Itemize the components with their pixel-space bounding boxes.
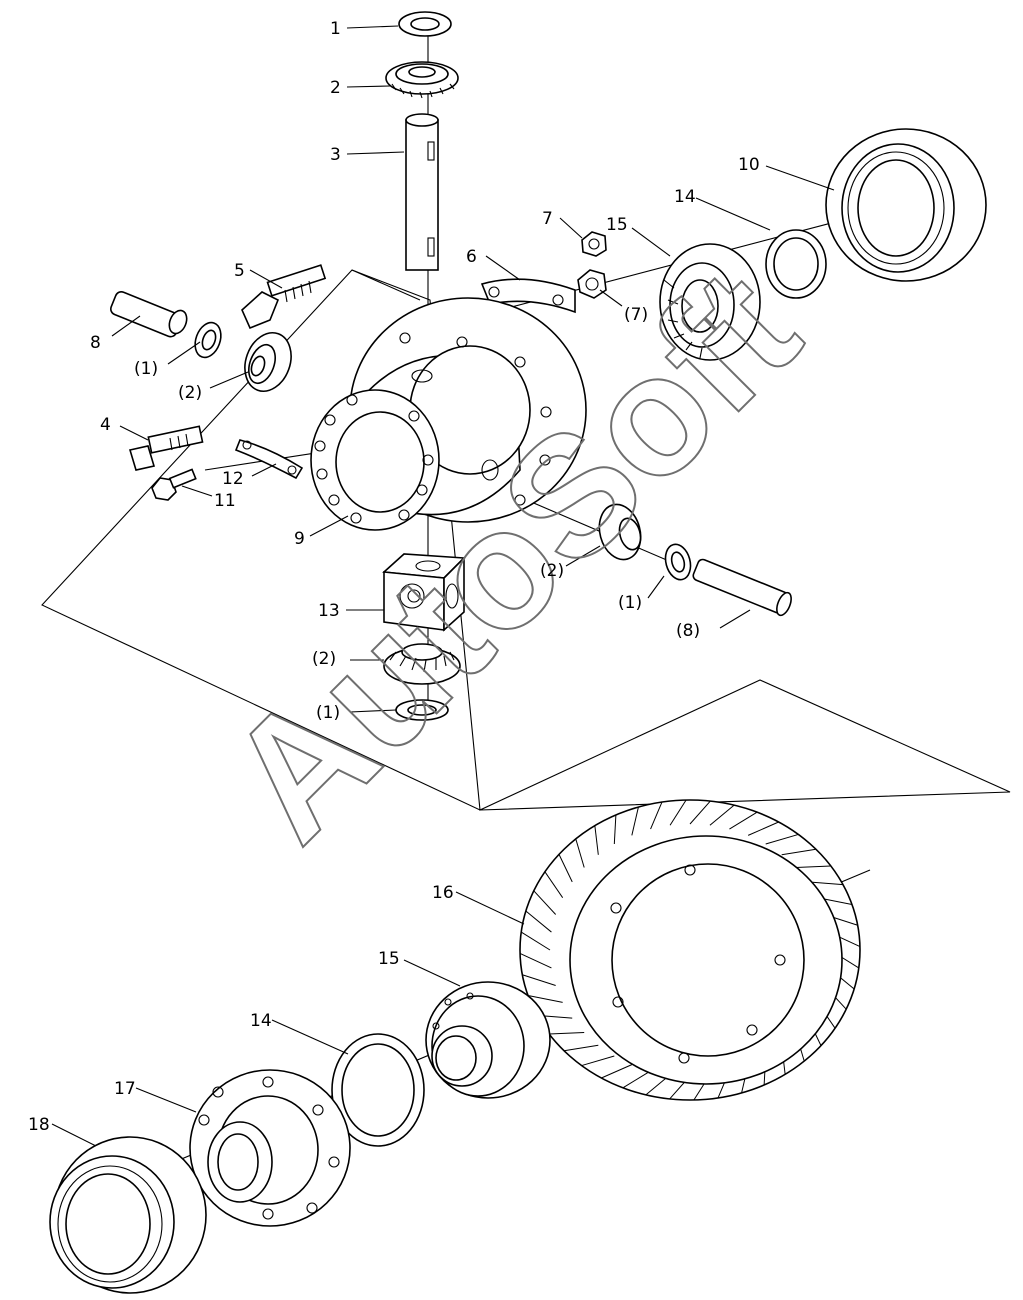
part-1-thrust-washer — [398, 11, 452, 37]
callout-2-left: (2) — [178, 383, 202, 403]
part-9-differential-case — [310, 297, 587, 531]
ring-gear-tooth — [525, 910, 552, 933]
callout-7: 7 — [542, 209, 553, 229]
part-1-washer-lower — [395, 699, 449, 721]
callout-14-upper: 14 — [674, 187, 696, 207]
callout-8: 8 — [90, 333, 101, 353]
ring-gear-tooth — [650, 801, 663, 830]
ring-gear-tooth — [765, 833, 799, 845]
ring-gear-tooth — [594, 825, 599, 855]
ring-gear-tooth — [519, 952, 552, 969]
callout-1-lower: (1) — [316, 703, 340, 723]
ring-gear-tooth — [533, 890, 557, 915]
ring-gear-tooth — [527, 995, 563, 1003]
callout-11: 11 — [214, 491, 236, 511]
callout-1: 1 — [330, 19, 341, 39]
ring-gear-tooth — [709, 804, 735, 826]
part-2-pinion-left — [244, 332, 292, 392]
ring-gear-tooth — [558, 854, 573, 883]
ring-gear-tooth — [729, 811, 758, 830]
part-14-shim-lower — [331, 1033, 425, 1147]
callout-3: 3 — [330, 145, 341, 165]
leader-lines — [51, 25, 835, 1147]
ring-gear-tooth — [549, 1032, 585, 1035]
ring-gear-tooth — [807, 881, 844, 886]
subassembly-frame-top — [351, 269, 421, 301]
part-2-pinion-gear — [385, 61, 459, 99]
part-7-nut-upper — [581, 231, 607, 257]
part-14-shim-upper — [765, 229, 827, 299]
part-5-bolt — [241, 264, 327, 330]
ring-gear-tooth — [520, 931, 551, 951]
callout-17: 17 — [114, 1079, 136, 1099]
part-8-pin-right — [692, 558, 792, 617]
part-1-washer-left — [194, 321, 222, 359]
callout-15-upper: 15 — [606, 215, 628, 235]
part-6-lock-plate — [480, 278, 576, 314]
ring-gear-tooth — [631, 806, 639, 836]
ring-gear-tooth — [581, 1055, 615, 1067]
ring-gear-tooth — [564, 1044, 599, 1052]
callout-labels: 1 2 3 5 8 (1) (2) 4 12 11 9 6 7 (7) 15 1… — [28, 19, 760, 1135]
part-10-bearing-upper — [825, 128, 987, 282]
callout-2-lower: (2) — [312, 649, 336, 669]
callout-18: 18 — [28, 1115, 50, 1135]
subassembly-frame — [41, 269, 1011, 811]
callout-6: 6 — [466, 247, 477, 267]
callout-10: 10 — [738, 155, 760, 175]
ring-gear-tooth — [689, 800, 711, 825]
callout-7-paren: (7) — [624, 305, 648, 325]
ring-gear-tooth — [522, 974, 556, 986]
ring-gear-tooth — [795, 865, 831, 868]
part-15-side-gear-lower — [425, 981, 551, 1099]
ring-gear-tooth — [544, 871, 564, 898]
part-1-washer-right — [664, 543, 692, 581]
callout-15-lower: 15 — [378, 949, 400, 969]
ring-gear-tooth — [669, 799, 687, 826]
part-18-bearing-lower — [49, 1136, 207, 1294]
ring-gear-tooth — [747, 821, 779, 836]
ring-gear-tooth — [622, 1070, 651, 1089]
part-3-pinion-shaft — [405, 113, 439, 271]
callout-14-lower: 14 — [250, 1011, 272, 1031]
part-7-nut-lower — [577, 269, 607, 299]
ring-gear-tooth — [613, 814, 617, 845]
part-16-ring-gear — [519, 799, 861, 1101]
callout-2-right: (2) — [540, 561, 564, 581]
part-2-pinion-lower — [383, 643, 461, 685]
callout-16: 16 — [432, 883, 454, 903]
callout-1-right: (1) — [618, 593, 642, 613]
callout-4: 4 — [100, 415, 111, 435]
callout-12: 12 — [222, 469, 244, 489]
callout-1-left: (1) — [134, 359, 158, 379]
part-13-spider-block — [382, 553, 466, 632]
part-4-bolt — [128, 425, 204, 471]
part-11-bolt — [151, 468, 197, 501]
callout-2: 2 — [330, 78, 341, 98]
callout-9: 9 — [294, 529, 305, 549]
callout-8-paren: (8) — [676, 621, 700, 641]
part-17-case-half — [189, 1069, 351, 1227]
part-15-side-gear-upper — [659, 243, 761, 361]
part-8-pin — [110, 291, 188, 338]
ring-gear-tooth — [575, 838, 585, 868]
ring-gear-tooth — [601, 1064, 633, 1079]
callout-13: 13 — [318, 601, 340, 621]
part-12-lock-plate — [234, 439, 304, 480]
callout-5: 5 — [234, 261, 245, 281]
part-2-pinion-right — [598, 503, 642, 561]
ring-gear-tooth — [781, 848, 816, 856]
